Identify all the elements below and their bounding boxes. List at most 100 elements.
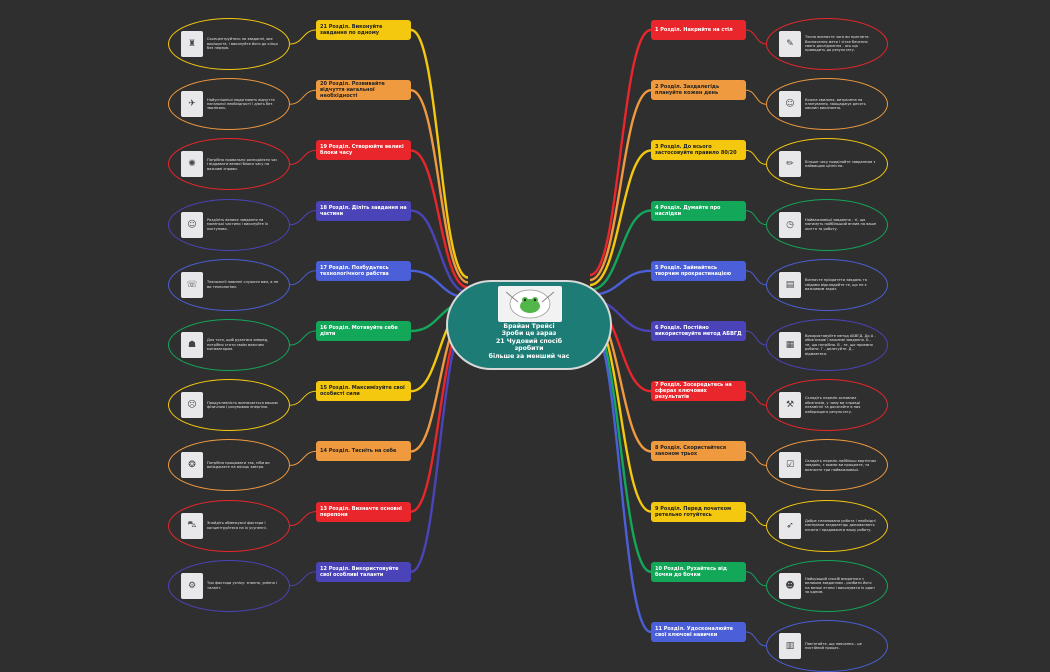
left-note-bubble[interactable]: ☗Для того, щоб рухатися вперед, потрібно… [168,319,290,371]
topic-label: 7 Розділ. Зосередьтесь на сферах ключови… [655,382,732,401]
branch-line [589,323,652,634]
right-note-bubble[interactable]: ☻Найкращий спосіб впоратися з великим за… [766,559,888,612]
right-note-bubble[interactable]: ⚒Складіть перелік основних обов'язків, у… [766,379,888,432]
topic-label: 2 Розділ. Заздалегідь плануйте кожен ден… [655,84,720,97]
note-text: Технології повинні служити вам, а не ви … [207,280,279,289]
branch-line [410,209,469,294]
face-icon: ☹ [181,392,203,419]
leaf-line [289,390,317,406]
notebook-icon: ✎ [779,31,801,57]
topic-label: 15 Розділ. Максимізуйте свої особисті си… [320,385,405,398]
leaf-line [745,511,767,527]
central-topic-title: Брайан Трейсі Зроби це зараз 21 Чудовий … [488,323,570,360]
right-topic-node[interactable]: 6 Розділ. Постійно використовуйте метод … [651,321,746,341]
right-note-bubble[interactable]: ▥ Пам'ятайте, що навчання - це постійний … [766,620,888,672]
leaf-line [745,571,767,587]
right-topic-node[interactable]: 4 Розділ. Думайте про наслідки [651,200,746,221]
central-topic[interactable]: Брайан Трейсі Зроби це зараз 21 Чудовий … [446,280,612,370]
left-note-bubble[interactable]: ☹Продуктивність визначається вашою фізич… [168,379,290,432]
left-topic-node[interactable]: 17 Розділ. Позбудьтесь технологічного ра… [316,260,411,281]
frog-illustration [498,286,562,322]
right-note-bubble[interactable]: ▦Використовуйте метод АБВГД. До А - обов… [766,319,888,371]
leaf-line [289,571,317,587]
checklist-icon: ☑ [779,452,801,479]
note-text: Потрібно правильно розподіляти час і від… [207,157,278,171]
topic-label: 9 Розділ. Перед початком ретельно готуйт… [655,505,732,518]
topic-label: 19 Розділ. Створюйте великі блоки часу [320,144,404,157]
topic-label: 18 Розділ. Діліть завдання на частини [320,204,407,217]
right-topic-node[interactable]: 1 Розділ. Накрийте на стіл [651,20,746,40]
note-text: Добре спланована робота і необхідні мате… [805,518,876,532]
branch-line [589,89,652,282]
leaf-line [745,330,767,346]
topic-label: 11 Розділ. Удосконалюйте свої ключові на… [655,626,734,638]
branch-line [589,209,652,292]
left-topic-node[interactable]: 15 Розділ. Максимізуйте свої особисті си… [316,381,411,402]
left-topic-node[interactable]: 16 Розділ. Мотивуйте себе діяти [316,321,411,341]
left-note-bubble[interactable]: ✺ Потрібно правильно розподіляти час і ві… [168,138,290,191]
right-topic-node[interactable]: 9 Розділ. Перед початком ретельно готуйт… [651,501,746,522]
note-text: Знайдіть обмежуючі фактори і концентруйт… [207,521,267,530]
topic-label: 4 Розділ. Думайте про наслідки [655,204,721,217]
left-note-bubble[interactable]: ⛍Знайдіть обмежуючі фактори і концентруй… [168,499,290,552]
right-topic-node[interactable]: 2 Розділ. Заздалегідь плануйте кожен ден… [651,80,746,101]
right-topic-node[interactable]: 11 Розділ. Удосконалюйте свої ключові на… [651,622,746,642]
left-topic-node[interactable]: 18 Розділ. Діліть завдання на частини [316,200,411,221]
leaf-line [289,330,317,346]
topic-label: 5 Розділ. Займайтесь творчим прокрастина… [655,264,732,277]
topic-label: 3 Розділ. До всього застосовуйте правило… [655,144,737,157]
tools-icon: ⚒ [779,392,801,419]
leaf-line [289,270,317,286]
topic-label: 8 Розділ. Скористайтеся законом трьох [655,445,727,458]
left-note-bubble[interactable]: ⚙Три фактори успіху: знання, уміння і та… [168,559,290,612]
right-note-bubble[interactable]: ✏Більше часу приділяйте завданням з найв… [766,138,888,191]
left-topic-node[interactable]: 19 Розділ. Створюйте великі блоки часу [316,140,411,161]
right-topic-node[interactable]: 3 Розділ. До всього застосовуйте правило… [651,140,746,161]
note-text: Використовуйте метод АБВГД. До А - обов'… [805,333,876,356]
note-text: Розділіть велике завдання на маленькі ча… [207,217,269,231]
right-note-bubble[interactable]: ✎Точно визначте чого ви прагнете. Визнач… [766,18,888,70]
leaf-line [745,631,767,647]
phone-icon: ☏ [181,271,203,298]
left-note-bubble[interactable]: ✈Найуспішніші люди мають відчуття нагаль… [168,78,290,131]
right-topic-node[interactable]: 10 Розділ. Рухайтесь від бочки до бочки [651,561,746,582]
topic-label: 10 Розділ. Рухайтесь від бочки до бочки [655,565,727,578]
hub-icon: ✺ [181,151,203,178]
person-icon: ☺ [779,91,801,118]
note-text: Визначте пріоритети завдань та свідомо в… [805,278,867,291]
right-note-bubble[interactable]: ☑Складіть перелік найбільш вартісних зав… [766,439,888,492]
left-note-bubble[interactable]: ☏ Технології повинні служити вам, а не ви… [168,258,290,311]
right-topic-node[interactable]: 7 Розділ. Зосередьтесь на сферах ключови… [651,381,746,402]
topic-label: 17 Розділ. Позбудьтесь технологічного ра… [320,264,389,277]
right-note-bubble[interactable]: ☺Кожна хвилина, витрачена на планування,… [766,78,888,131]
office-icon: ▥ [779,633,801,659]
desk-icon: ▤ [779,271,801,298]
right-note-bubble[interactable]: ◷Найважливіші завдання - ті, що матимуть… [766,198,888,251]
right-note-bubble[interactable]: ▤ Визначте пріоритети завдань та свідомо … [766,258,888,311]
runner-icon: ➶ [779,512,801,539]
left-topic-node[interactable]: 14 Розділ. Тисніть на себе [316,441,411,462]
left-topic-node[interactable]: 20 Розділ. Розвивайте відчуття нагальної… [316,80,411,101]
left-topic-node[interactable]: 12 Розділ. Використовуйте свої особливі … [316,561,411,582]
right-topic-node[interactable]: 5 Розділ. Займайтесь творчим прокрастина… [651,260,746,281]
branch-line [589,149,652,287]
left-note-bubble[interactable]: ♜Сконцентруйтесь на завданні, яке вирішу… [168,18,290,70]
brain-icon: ❂ [181,452,203,479]
topic-label: 14 Розділ. Тисніть на себе [320,448,397,455]
left-topic-node[interactable]: 21 Розділ. Виконуйте завдання по одному [316,20,411,40]
note-text: Складіть перелік основних обов'язків, у … [805,396,861,414]
branch-line [410,149,469,289]
right-topic-node[interactable]: 8 Розділ. Скористайтеся законом трьох [651,441,746,462]
left-topic-node[interactable]: 13 Розділ. Визначте основні перепони [316,501,411,522]
note-text: Три фактори успіху: знання, уміння і тал… [207,581,277,590]
note-text: Пам'ятайте, що навчання - це постійний п… [805,641,862,650]
leaf-line [745,390,767,406]
left-note-bubble[interactable]: ☺Розділіть велике завдання на маленькі ч… [168,198,290,251]
left-note-bubble[interactable]: ❂Потрібно працювати так, ніби ви виїжджа… [168,439,290,492]
leaf-line [289,89,317,105]
leaf-line [745,450,767,466]
right-note-bubble[interactable]: ➶ Добре спланована робота і необхідні мат… [766,499,888,552]
leaf-line [745,29,767,45]
branch-line [410,89,469,284]
topic-label: 1 Розділ. Накрийте на стіл [655,27,733,33]
